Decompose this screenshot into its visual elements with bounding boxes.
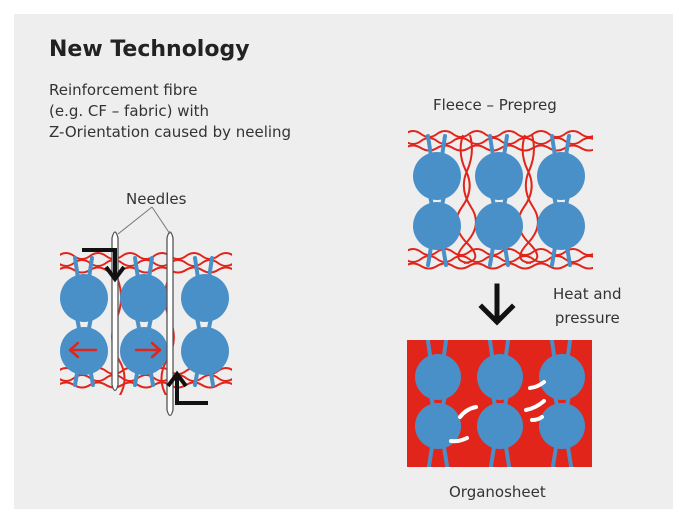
- needled-fabric: [60, 250, 232, 395]
- fleece-prepreg-label: Fleece – Prepreg: [433, 96, 557, 114]
- organosheet-label: Organosheet: [449, 483, 546, 501]
- description-line: Reinforcement fibre: [49, 81, 198, 99]
- fleece-prepreg: [408, 130, 593, 270]
- diagram-title: New Technology: [49, 37, 250, 62]
- displacement-arrows: [68, 341, 162, 359]
- heat-and-pressure-label: Heat and pressure: [553, 282, 622, 330]
- description: Reinforcement fibre (e.g. CF – fabric) w…: [49, 80, 291, 143]
- z-fibre-links: [449, 380, 546, 444]
- description-line: Z-Orientation caused by neeling: [49, 123, 292, 141]
- heat-label-line: pressure: [554, 309, 620, 327]
- description-line: (e.g. CF – fabric) with: [49, 102, 210, 120]
- organosheet: [407, 340, 592, 467]
- needle-callout-lines: [117, 206, 171, 235]
- needle-right: [166, 231, 174, 417]
- process-arrow: [478, 283, 516, 326]
- organo-bundles: [415, 354, 585, 449]
- prepreg-bundles: [413, 152, 585, 250]
- stitch-down-arrow: [82, 248, 126, 283]
- fibre-bundles: [60, 274, 229, 375]
- prepreg-fleece-fibres: [408, 130, 593, 270]
- needles-label: Needles: [126, 190, 187, 208]
- stitch-up-arrow: [166, 370, 208, 405]
- heat-label-line: Heat and: [553, 285, 622, 303]
